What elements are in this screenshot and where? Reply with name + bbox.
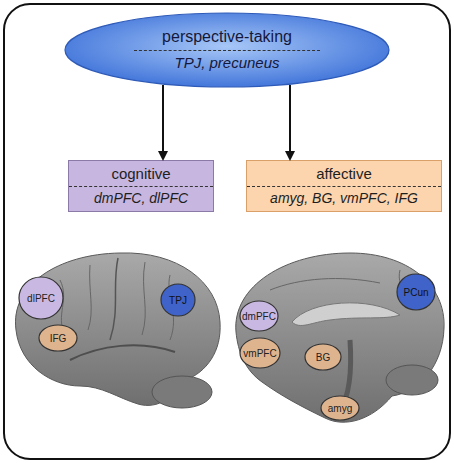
arrow-connector <box>289 85 291 159</box>
node-regions: amyg, BG, vmPFC, IFG <box>270 191 418 206</box>
region-oval: dmPFC <box>239 300 279 332</box>
cognitive-box: cognitive dmPFC, dlPFC <box>68 160 214 212</box>
region-oval: PCun <box>396 273 436 311</box>
outer-frame <box>4 4 450 459</box>
node-heading: dmPFC <box>242 311 276 322</box>
node-heading: affective <box>316 166 372 183</box>
medial-brain <box>236 253 444 422</box>
node-heading: cognitive <box>111 166 170 183</box>
affective-box: affective amyg, BG, vmPFC, IFG <box>246 160 442 212</box>
arrow-connector <box>162 85 164 159</box>
node-heading: BG <box>316 352 330 363</box>
node-regions: TPJ, precuneus <box>174 55 279 72</box>
node-heading: perspective-taking <box>162 28 292 46</box>
node-heading: IFG <box>50 333 67 344</box>
region-oval: IFG <box>38 324 78 352</box>
lateral-brain <box>15 253 220 408</box>
dashed-divider <box>69 186 213 187</box>
node-heading: amyg <box>328 403 352 414</box>
node-heading: PCun <box>403 287 428 298</box>
region-oval: BG <box>304 343 342 371</box>
node-heading: dlPFC <box>27 293 55 304</box>
region-oval: vmPFC <box>239 337 281 369</box>
node-regions: dmPFC, dlPFC <box>94 191 188 206</box>
region-oval: TPJ <box>160 283 196 317</box>
perspective-ellipse: perspective-takingTPJ, precuneus <box>64 12 390 88</box>
node-heading: TPJ <box>169 295 187 306</box>
dashed-divider <box>134 50 320 51</box>
dashed-divider <box>247 186 441 187</box>
region-oval: dlPFC <box>18 276 64 320</box>
region-oval: amyg <box>320 395 360 421</box>
node-heading: vmPFC <box>243 348 276 359</box>
